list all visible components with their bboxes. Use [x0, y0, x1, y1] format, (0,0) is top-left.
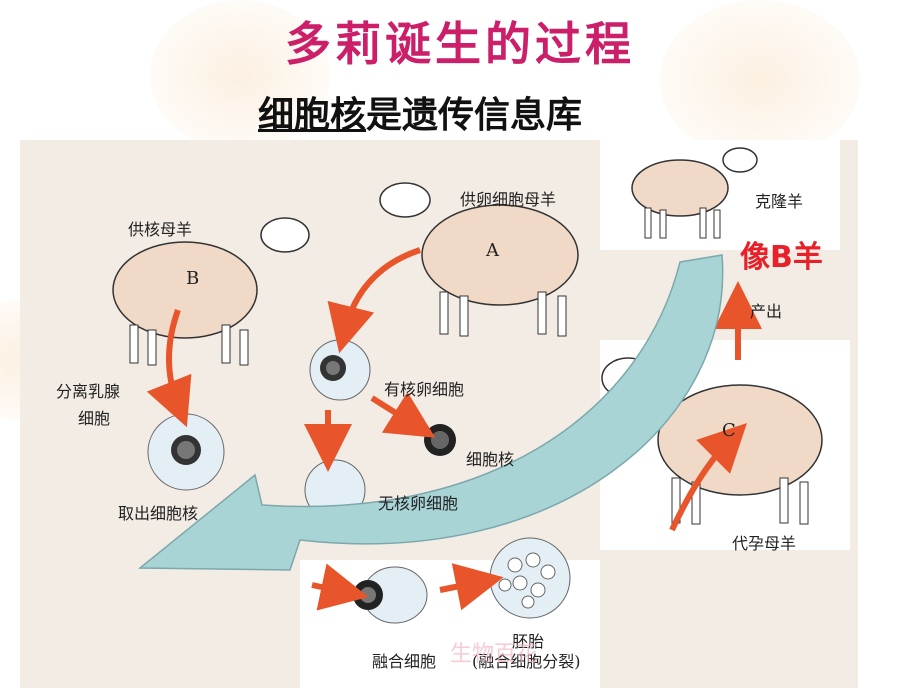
arrow-to-embryo	[439, 563, 504, 611]
slide-subtitle: 细胞核是遗传信息库	[258, 86, 582, 138]
label-clone: 克隆羊	[755, 192, 804, 211]
fused-cell	[353, 566, 428, 624]
label-egg-donor: 供卵细胞母羊	[460, 190, 557, 209]
label-sheep-a: A	[486, 240, 499, 261]
label-sheep-b: B	[186, 268, 200, 289]
label-enucleated-egg: 无核卵细胞	[378, 494, 459, 513]
label-surrogate-letter: C	[722, 420, 736, 441]
embryo	[489, 537, 571, 619]
mammary-cell	[147, 413, 225, 491]
label-born: 产出	[750, 302, 783, 321]
label-separate-cells-1: 分离乳腺	[56, 382, 121, 401]
label-nucleated-egg: 有核卵细胞	[384, 380, 465, 399]
background-flower	[660, 0, 860, 160]
watermark: 生物百花	[450, 642, 539, 667]
slide-title: 多莉诞生的过程	[285, 17, 635, 71]
label-nucleus: 细胞核	[466, 450, 515, 469]
nucleated-egg	[309, 339, 371, 401]
label-take-nucleus: 取出细胞核	[118, 504, 199, 523]
label-fused-division: (融合细胞分裂)	[472, 652, 581, 671]
label-fused-cell: 融合细胞	[372, 652, 437, 671]
arrow-egg-to-nucleus	[370, 391, 436, 438]
background-flower	[150, 0, 330, 150]
label-separate-cells-2: 细胞	[78, 409, 111, 428]
label-like-b: 像B羊	[740, 240, 823, 275]
label-nucleus-donor: 供核母羊	[128, 220, 193, 239]
arrow-to-fused	[311, 563, 369, 611]
arrow-to-surrogate	[669, 423, 747, 532]
label-embryo: 胚胎	[512, 632, 545, 651]
removed-nucleus	[424, 424, 456, 456]
process-arrows	[146, 247, 762, 611]
sheep-a	[379, 182, 579, 337]
label-surrogate: 代孕母羊	[732, 534, 797, 553]
clone-sheep	[631, 147, 758, 239]
subtitle-rest: 是遗传信息库	[366, 95, 583, 136]
arrow-a-to-egg	[327, 247, 421, 354]
sheep-b	[112, 217, 310, 366]
subtitle-underlined: 细胞核	[258, 95, 367, 136]
big-return-arrow	[137, 254, 724, 571]
arrow-b-to-cell	[146, 308, 192, 428]
